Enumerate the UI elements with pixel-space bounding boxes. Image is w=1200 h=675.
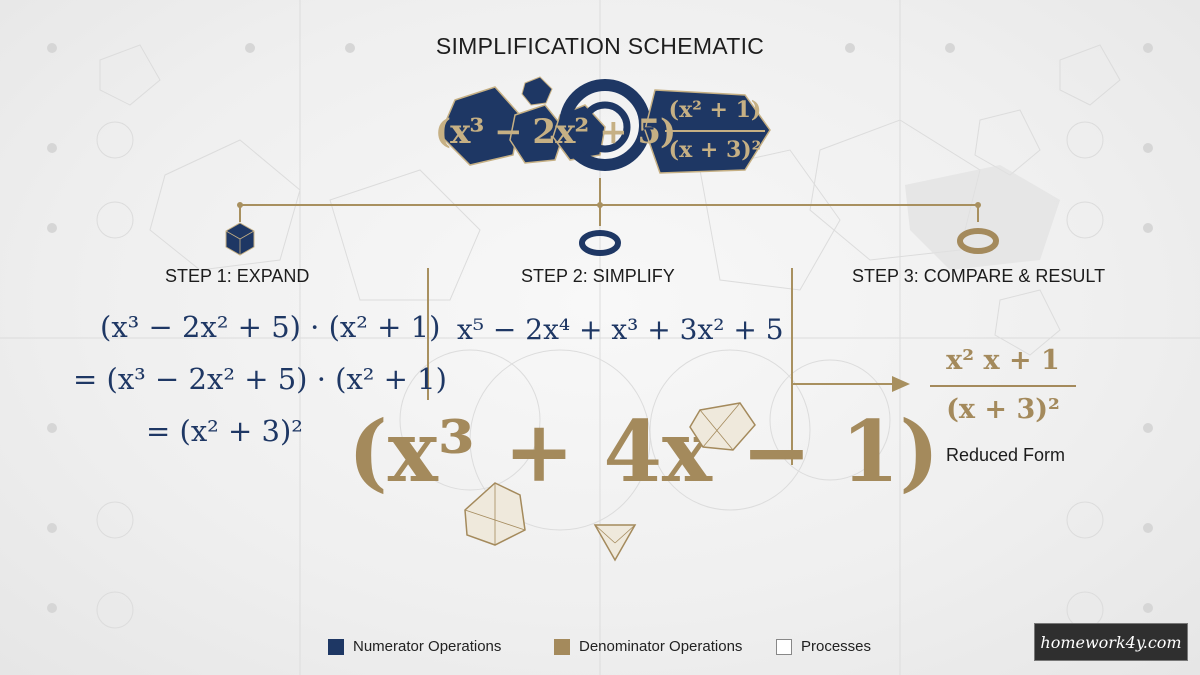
legend-swatch-navy: [328, 638, 344, 655]
legend-denominator: Denominator Operations: [554, 638, 742, 655]
step-1-line-3: = (x² + 3)²: [146, 414, 303, 448]
header-fraction-bar: [665, 130, 765, 132]
result-fraction-bar: [930, 385, 1076, 387]
diagram-title: SIMPLIFICATION SCHEMATIC: [435, 33, 765, 59]
legend-swatch-white: [776, 638, 792, 655]
step-2-line-1: x⁵ − 2x⁴ + x³ + 3x² + 5: [457, 313, 784, 346]
gold-ring-icon: [957, 228, 999, 254]
legend-swatch-gold: [554, 638, 570, 655]
step-1-label: STEP 1: EXPAND: [165, 266, 310, 286]
result-caption: Reduced Form: [946, 445, 1066, 465]
watermark-badge: homework4y.com: [1034, 623, 1188, 661]
legend-denominator-label: Denominator Operations: [579, 638, 743, 655]
step-3-label: STEP 3: COMPARE & RESULT: [852, 266, 1106, 286]
result-numerator: x² x + 1: [946, 345, 1060, 376]
navy-ring-icon: [579, 230, 621, 256]
legend-processes-label: Processes: [801, 638, 872, 655]
legend-numerator-label: Numerator Operations: [353, 638, 502, 655]
header-polyhedra-cluster: [439, 76, 771, 174]
step-1-line-2: = (x³ − 2x² + 5) · (x² + 1): [73, 362, 447, 396]
legend-processes: Processes: [776, 638, 871, 655]
navy-polyhedron-icon: [225, 222, 255, 256]
step-2-label: STEP 2: SIMPLIFY: [521, 266, 675, 286]
big-result-expression: (x³ + 4x − 1): [348, 402, 940, 501]
legend-numerator: Numerator Operations: [328, 638, 501, 655]
gold-polyhedra-decoration: [464, 402, 756, 562]
header-division-operator: ÷: [643, 118, 654, 140]
header-divisor-denominator: (x + 3)²: [668, 137, 762, 163]
result-denominator: (x + 3)²: [946, 394, 1060, 425]
header-divisor-numerator: (x² + 1): [668, 97, 762, 123]
step-1-line-1: (x³ − 2x² + 5) · (x² + 1): [100, 310, 441, 344]
header-dividend: (x³ − 2x² + 5): [435, 112, 676, 152]
